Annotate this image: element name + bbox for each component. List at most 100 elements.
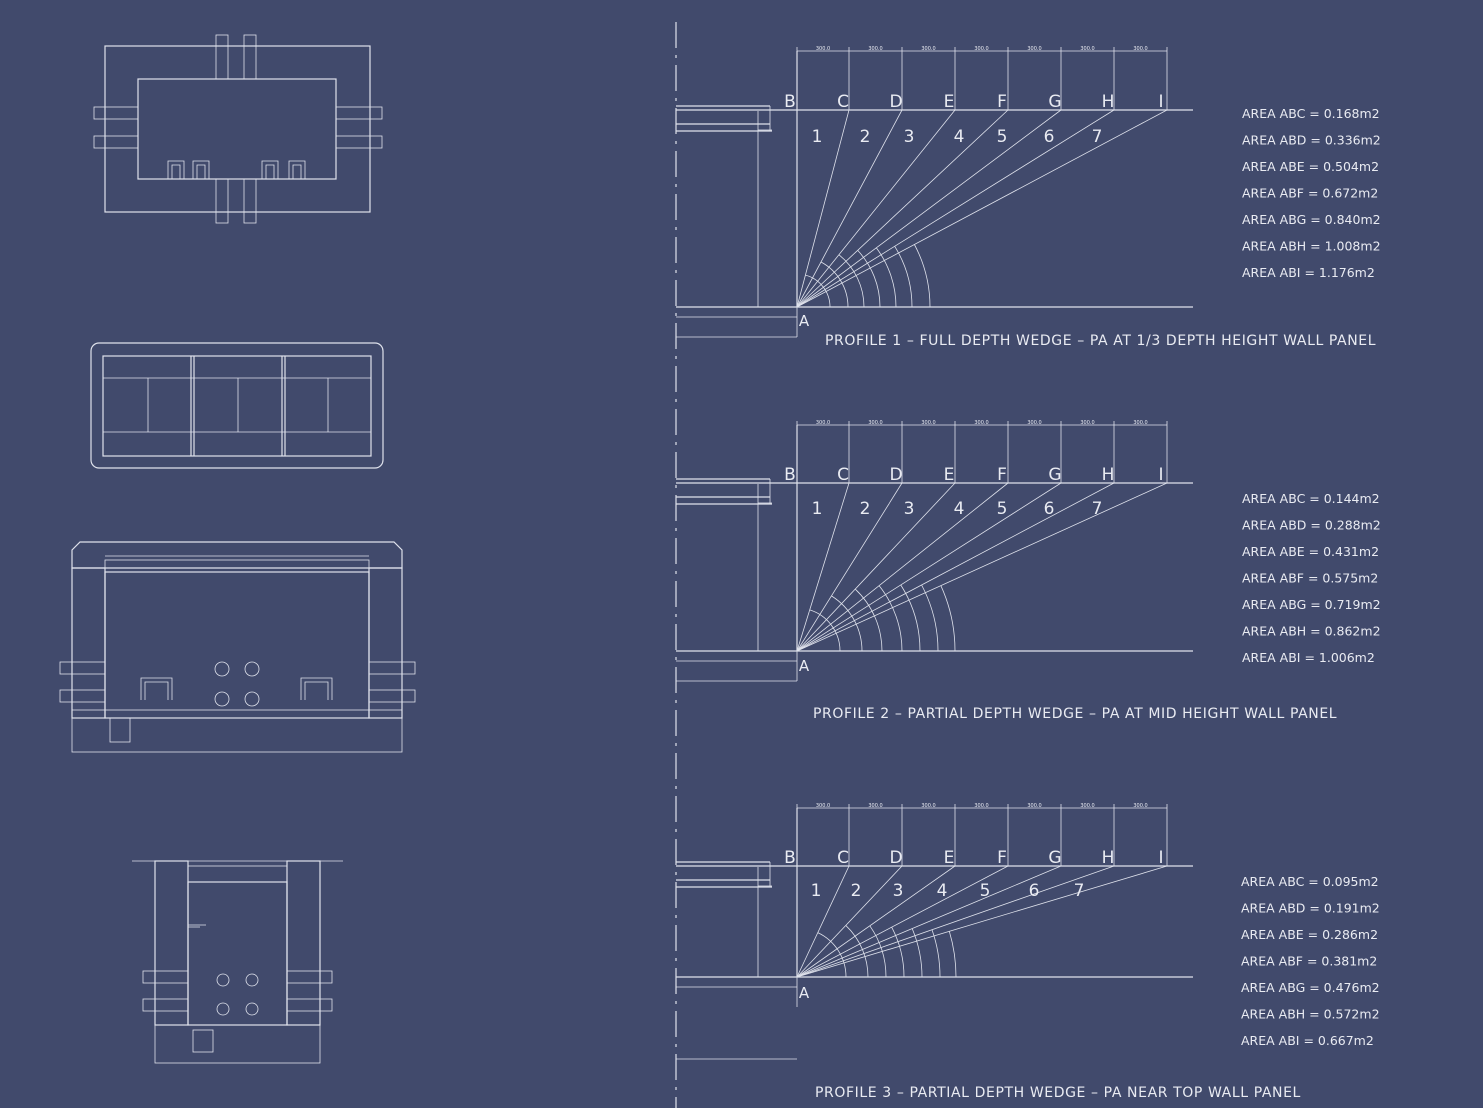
wedge-number: 1 — [812, 127, 823, 147]
wedge-number: 5 — [997, 127, 1008, 147]
point-label-c: C — [837, 848, 849, 868]
dimension-label: 300.0 — [974, 803, 988, 809]
dimension-label: 300.0 — [974, 46, 988, 52]
area-label: AREA ABD = 0.191m2 — [1241, 901, 1380, 916]
area-label: AREA ABI = 1.176m2 — [1242, 265, 1375, 280]
point-label-f: F — [997, 92, 1007, 112]
area-label: AREA ABC = 0.144m2 — [1242, 491, 1380, 506]
area-label: AREA ABI = 0.667m2 — [1241, 1033, 1374, 1048]
area-label: AREA ABG = 0.476m2 — [1241, 980, 1380, 995]
area-label: AREA ABG = 0.719m2 — [1242, 597, 1381, 612]
area-label: AREA ABD = 0.288m2 — [1242, 518, 1381, 533]
wedge-number: 4 — [954, 499, 965, 519]
dimension-label: 300.0 — [921, 420, 935, 426]
wedge-number: 3 — [893, 881, 904, 901]
dimension-label: 300.0 — [1133, 46, 1147, 52]
point-label-h: H — [1102, 92, 1115, 112]
dimension-label: 300.0 — [816, 420, 830, 426]
area-label: AREA ABF = 0.381m2 — [1241, 954, 1377, 969]
profile-3: 300.0 300.0 300.0 300.0 300.0 300.0 300.0B C D E F… — [676, 803, 1380, 1101]
dimension-label: 300.0 — [1027, 420, 1041, 426]
area-label: AREA ABF = 0.575m2 — [1242, 571, 1378, 586]
wedge-number: 1 — [811, 881, 822, 901]
point-label-h: H — [1102, 465, 1115, 485]
area-label: AREA ABE = 0.504m2 — [1242, 159, 1379, 174]
point-label-f: F — [997, 848, 1007, 868]
point-label-c: C — [837, 465, 849, 485]
point-label-h: H — [1102, 848, 1115, 868]
profile-1: 300.0 300.0 300.0 300.0 300.0 300.0 300.0B C D E F… — [676, 46, 1381, 349]
point-label-i: I — [1158, 465, 1163, 485]
long-section-view — [59, 541, 416, 753]
point-label-d: D — [889, 465, 902, 485]
point-label-e: E — [944, 92, 955, 112]
wedge-number: 1 — [812, 499, 823, 519]
profile-caption: PROFILE 3 – PARTIAL DEPTH WEDGE – PA NEA… — [815, 1085, 1301, 1101]
point-label-g: G — [1048, 92, 1061, 112]
wedge-number: 6 — [1044, 127, 1055, 147]
point-label-b: B — [784, 92, 796, 112]
wedge-number: 3 — [904, 127, 915, 147]
area-label: AREA ABE = 0.286m2 — [1241, 927, 1378, 942]
point-label-e: E — [944, 848, 955, 868]
dimension-label: 300.0 — [868, 46, 882, 52]
point-label-b: B — [784, 465, 796, 485]
dimension-label: 300.0 — [1080, 46, 1094, 52]
point-label-i: I — [1158, 92, 1163, 112]
area-label: AREA ABE = 0.431m2 — [1242, 544, 1379, 559]
point-label-g: G — [1048, 848, 1061, 868]
point-label-e: E — [944, 465, 955, 485]
dimension-label: 300.0 — [868, 420, 882, 426]
area-label: AREA ABH = 1.008m2 — [1242, 239, 1381, 254]
wedge-number: 3 — [904, 499, 915, 519]
wedge-number: 5 — [997, 499, 1008, 519]
wedge-number: 7 — [1092, 127, 1103, 147]
area-label: AREA ABF = 0.672m2 — [1242, 186, 1378, 201]
area-label: AREA ABG = 0.840m2 — [1242, 212, 1381, 227]
area-label: AREA ABH = 0.862m2 — [1242, 624, 1381, 639]
point-label-c: C — [837, 92, 849, 112]
cover-plan-view — [90, 342, 384, 469]
wedge-number: 2 — [860, 127, 871, 147]
dimension-label: 300.0 — [816, 803, 830, 809]
wedge-number: 7 — [1074, 881, 1085, 901]
point-label-a: A — [799, 312, 810, 330]
cross-section-view — [132, 860, 343, 1064]
profile-2: 300.0 300.0 300.0 300.0 300.0 300.0 300.0B C D E F… — [676, 420, 1381, 722]
dimension-label: 300.0 — [868, 803, 882, 809]
area-label: AREA ABC = 0.168m2 — [1242, 106, 1380, 121]
dimension-label: 300.0 — [1133, 420, 1147, 426]
point-label-i: I — [1158, 848, 1163, 868]
plan-view-top — [93, 34, 383, 224]
point-label-d: D — [889, 848, 902, 868]
profile-caption: PROFILE 2 – PARTIAL DEPTH WEDGE – PA AT … — [813, 706, 1337, 722]
wedge-number: 6 — [1044, 499, 1055, 519]
wedge-number: 2 — [860, 499, 871, 519]
area-label: AREA ABC = 0.095m2 — [1241, 874, 1379, 889]
point-label-b: B — [784, 848, 796, 868]
area-label: AREA ABI = 1.006m2 — [1242, 650, 1375, 665]
dimension-label: 300.0 — [1080, 420, 1094, 426]
dimension-label: 300.0 — [1027, 46, 1041, 52]
wedge-number: 2 — [851, 881, 862, 901]
point-label-g: G — [1048, 465, 1061, 485]
dimension-label: 300.0 — [921, 803, 935, 809]
area-label: AREA ABH = 0.572m2 — [1241, 1007, 1380, 1022]
dimension-label: 300.0 — [1133, 803, 1147, 809]
point-label-a: A — [799, 657, 810, 675]
wedge-number: 7 — [1092, 499, 1103, 519]
dimension-label: 300.0 — [1080, 803, 1094, 809]
dimension-label: 300.0 — [974, 420, 988, 426]
dimension-label: 300.0 — [816, 46, 830, 52]
dimension-label: 300.0 — [1027, 803, 1041, 809]
wedge-number: 5 — [980, 881, 991, 901]
point-label-f: F — [997, 465, 1007, 485]
wedge-number: 4 — [954, 127, 965, 147]
profile-caption: PROFILE 1 – FULL DEPTH WEDGE – PA AT 1/3… — [825, 333, 1376, 349]
dimension-label: 300.0 — [921, 46, 935, 52]
area-label: AREA ABD = 0.336m2 — [1242, 133, 1381, 148]
point-label-d: D — [889, 92, 902, 112]
wedge-number: 6 — [1029, 881, 1040, 901]
